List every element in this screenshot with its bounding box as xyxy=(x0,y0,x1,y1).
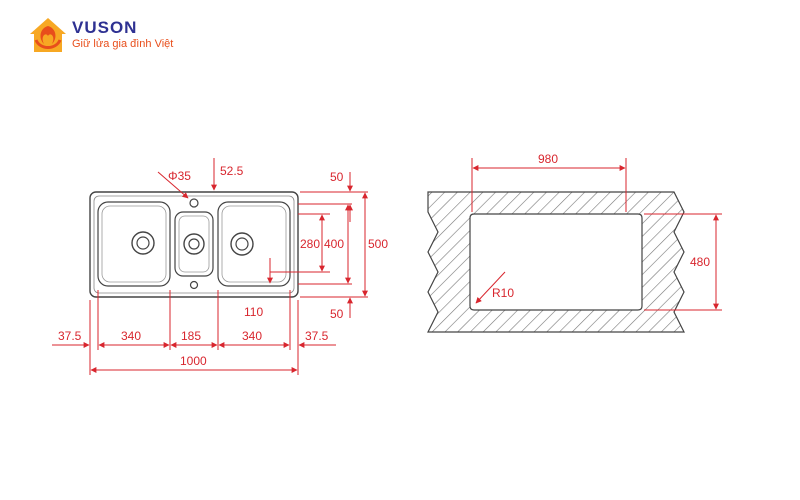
cutout-section-view xyxy=(427,191,685,333)
brand-name: VUSON xyxy=(72,18,138,37)
middle-drain-inner xyxy=(188,238,200,250)
label-cutout-width: 980 xyxy=(538,152,558,166)
label-bowl-right-width: 340 xyxy=(242,329,262,343)
label-middle-width: 185 xyxy=(181,329,201,343)
label-cutout-height: 480 xyxy=(690,255,710,269)
label-top-offset: 52.5 xyxy=(220,164,244,178)
label-bottom-offset: 110 xyxy=(244,305,263,319)
left-bowl xyxy=(97,201,171,287)
left-bowl-inner xyxy=(101,205,167,283)
label-bowl-left-width: 340 xyxy=(121,329,141,343)
sink-outline-inner xyxy=(93,195,295,294)
right-drain-inner xyxy=(235,237,249,251)
middle-bowl xyxy=(174,211,214,277)
brand-logo: VUSON Giữ lửa gia đình Việt xyxy=(26,14,226,64)
label-edge-right: 37.5 xyxy=(305,329,329,343)
label-total-width: 1000 xyxy=(180,354,207,368)
sink-top-view xyxy=(89,191,299,298)
brand-tagline: Giữ lửa gia đình Việt xyxy=(72,38,174,50)
left-drain xyxy=(131,231,155,255)
right-bowl-inner xyxy=(221,205,287,283)
overflow-hole xyxy=(189,280,199,290)
faucet-hole xyxy=(189,198,199,208)
house-flame-logo-icon xyxy=(30,18,66,52)
label-hole-diameter: Φ35 xyxy=(168,169,191,183)
cutout-dimension-labels: 980 480 R10 xyxy=(492,152,710,300)
middle-drain xyxy=(183,233,205,255)
sink-dimensions xyxy=(52,158,368,375)
right-bowl xyxy=(217,201,291,287)
label-cutout-radius: R10 xyxy=(492,286,514,300)
sink-dimension-labels: Φ35 52.5 50 280 400 500 110 50 37.5 340 … xyxy=(58,164,388,368)
middle-bowl-inner xyxy=(178,215,210,273)
sink-outline xyxy=(89,191,299,298)
left-drain-inner xyxy=(136,236,150,250)
label-inner-height: 400 xyxy=(324,237,344,251)
label-bottom-margin: 50 xyxy=(330,307,344,321)
label-bowl-height: 280 xyxy=(300,237,320,251)
right-drain xyxy=(230,232,254,256)
cutout-dimensions xyxy=(471,158,722,311)
countertop-hatched xyxy=(427,191,685,333)
label-total-height: 500 xyxy=(368,237,388,251)
label-edge-left: 37.5 xyxy=(58,329,82,343)
label-top-margin: 50 xyxy=(330,170,344,184)
